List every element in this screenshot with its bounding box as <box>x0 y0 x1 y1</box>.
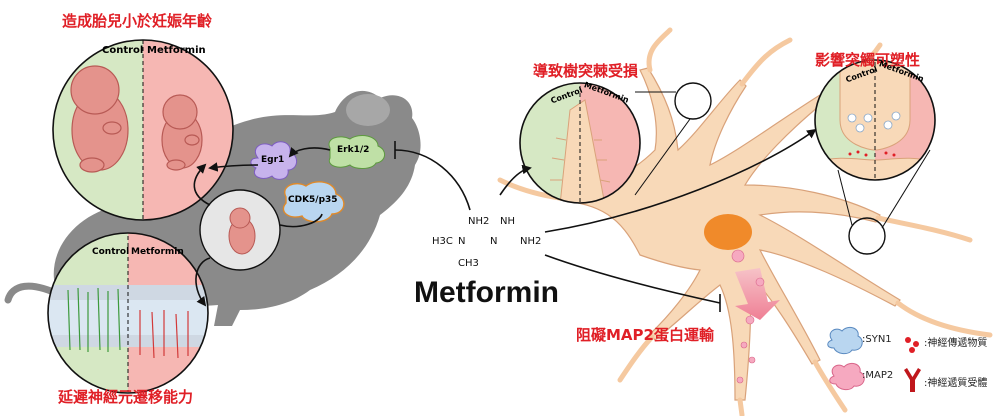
molecule-n1: N <box>458 236 466 247</box>
syn1-legend-icon <box>827 326 863 355</box>
synapse-zoom-circle <box>848 217 886 255</box>
map2-legend-icon <box>829 362 865 391</box>
erk-label: Erk1/2 <box>337 145 370 155</box>
legend-syn1: :SYN1 <box>862 334 892 345</box>
egr1-label: Egr1 <box>261 155 285 165</box>
migration-circle <box>48 233 208 393</box>
molecule-ch3: CH3 <box>458 258 479 269</box>
title-delayed-neuron-migration: 延遲神經元遷移能力 <box>58 388 194 406</box>
neuron-nucleus <box>704 214 752 250</box>
metformin-arrows <box>499 128 817 312</box>
title-small-for-gestational-age: 造成胎兒小於妊娠年齡 <box>62 12 213 30</box>
legend-neurotransmitter: :神經傳遞物質 <box>924 338 988 349</box>
map2-transport-arrow <box>735 268 780 320</box>
pup-control-label: Control <box>102 45 144 56</box>
molecule-nh-top: NH <box>500 216 515 227</box>
migration-control-label: Control <box>92 247 130 257</box>
drug-name: Metformin <box>414 276 559 309</box>
inhibit-erk-line <box>394 141 471 211</box>
map2-particles <box>731 249 765 384</box>
title-dendritic-spine-damage: 導致樹突棘受損 <box>533 62 639 80</box>
molecule-n2: N <box>490 236 498 247</box>
migration-metformin-label: Metformin <box>131 247 184 257</box>
molecule-nh2-right: NH2 <box>520 236 542 247</box>
receptor-icon <box>904 368 921 392</box>
pup-metformin-label: Metformin <box>147 45 206 56</box>
small-pup-circle <box>199 189 281 271</box>
title-map2-transport: 阻礙MAP2蛋白運輸 <box>576 326 714 344</box>
mouse-ear <box>346 94 390 126</box>
molecule-nh2-top: NH2 <box>468 216 490 227</box>
title-synaptic-plasticity: 影響突觸可塑性 <box>815 51 921 69</box>
egr1-blob <box>250 141 297 180</box>
erk-blob <box>328 135 385 169</box>
legend-map2: :MAP2 <box>862 370 894 381</box>
mouse-pathway-arrows <box>193 147 331 307</box>
synapse-circle <box>815 60 935 180</box>
cdk5-label: CDK5/p35 <box>288 195 338 205</box>
cdk5-blob <box>282 181 345 223</box>
spine-zoom-circle <box>674 82 712 120</box>
molecule-h3c: H3C <box>432 236 453 247</box>
neurotransmitter-icon <box>905 337 919 353</box>
legend-receptor: :神經遞質受體 <box>924 378 988 389</box>
